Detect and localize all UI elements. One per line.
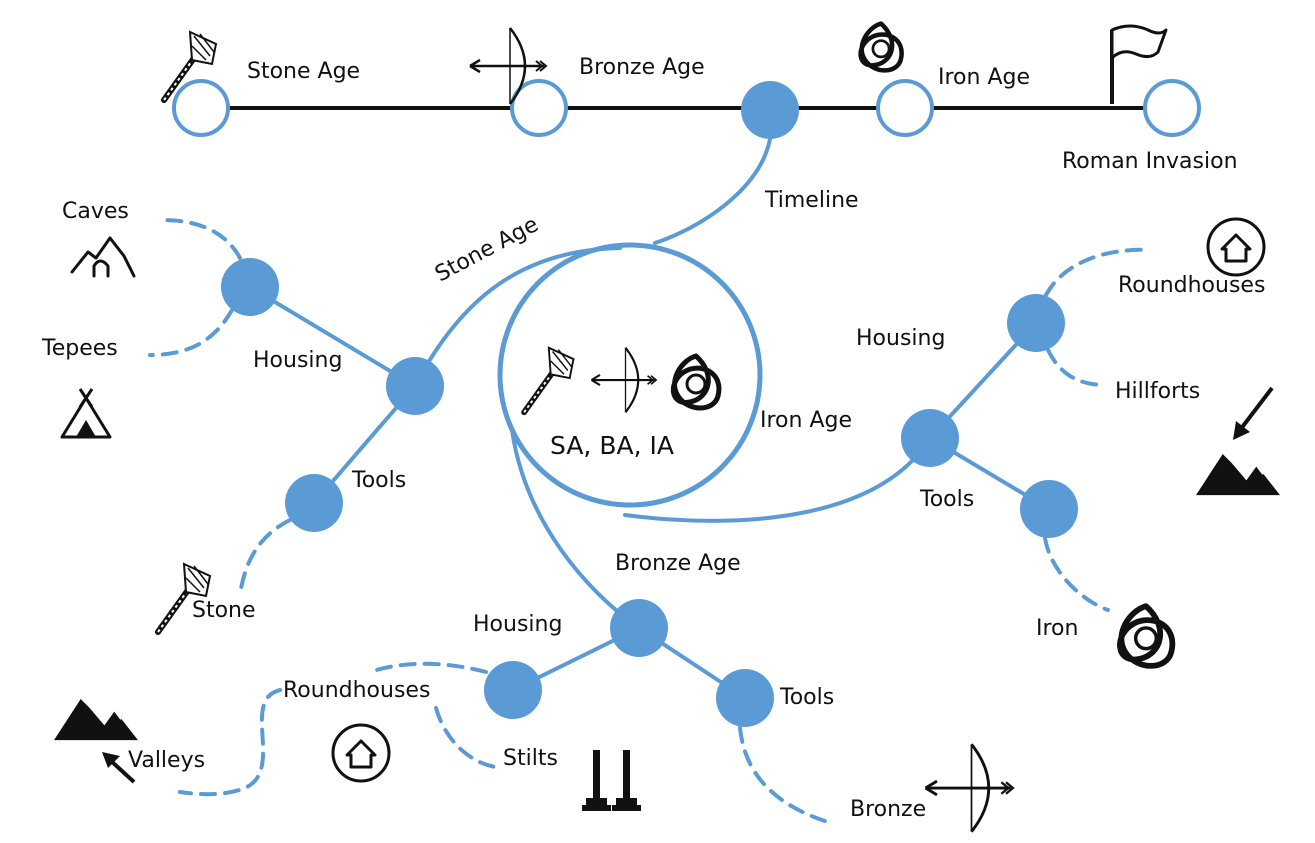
stone-age-stone-edge xyxy=(238,518,292,597)
stone-age-tools-label: Tools xyxy=(351,468,406,493)
timeline-stop-stone-age[interactable] xyxy=(172,79,230,137)
triquetra-icon xyxy=(673,356,719,408)
iron-age-housing-label: Housing xyxy=(856,326,945,351)
bronze-age-roundhouses-label: Roundhouses xyxy=(283,678,430,703)
stone-age-housing-node[interactable] xyxy=(221,258,279,316)
timeline-hub[interactable] xyxy=(741,81,799,139)
iron-age-hillforts-edge xyxy=(1046,348,1107,387)
bronze-age-hub[interactable] xyxy=(610,599,668,657)
timeline-stop-bronze-age[interactable] xyxy=(510,79,568,137)
stone-age-branch xyxy=(413,246,622,388)
bronze-age-housing-node[interactable] xyxy=(484,661,542,719)
timeline-label-bronze-age: Bronze Age xyxy=(579,55,705,80)
iron-age-tools-node[interactable] xyxy=(1020,480,1078,538)
timeline-stop-iron-age[interactable] xyxy=(876,79,934,137)
arrow-icon xyxy=(1233,386,1274,440)
iron-age-housing-node[interactable] xyxy=(1007,294,1065,352)
cave-icon xyxy=(70,236,136,278)
iron-age-iron-edge xyxy=(1043,536,1110,612)
timeline-branch xyxy=(653,137,772,245)
bronze-age-housing-label: Housing xyxy=(473,612,562,637)
flag-icon xyxy=(1110,24,1168,104)
bronze-age-stilts-label: Stilts xyxy=(503,746,558,771)
timeline-label-roman-invasion: Roman Invasion xyxy=(1062,149,1238,174)
bronze-age-valleys-edge xyxy=(178,688,282,797)
bronze-age-bronze-label: Bronze xyxy=(850,797,926,822)
timeline-label-stone-age: Stone Age xyxy=(247,59,360,84)
bronze-age-branch-label: Bronze Age xyxy=(615,551,741,576)
stone-age-hub[interactable] xyxy=(386,357,444,415)
iron-age-hub[interactable] xyxy=(901,409,959,467)
timeline-label-iron-age: Iron Age xyxy=(938,65,1030,90)
timeline-stop-roman-invasion[interactable] xyxy=(1143,79,1201,137)
stone-age-caves-label: Caves xyxy=(62,199,129,224)
timeline-branch-label: Timeline xyxy=(764,188,859,213)
house-icon xyxy=(1206,217,1266,277)
iron-age-tools-label: Tools xyxy=(919,487,974,512)
stone-age-tepees-label: Tepees xyxy=(41,336,118,361)
stone-age-housing-edge xyxy=(248,285,417,388)
bronze-age-stilts-edge xyxy=(434,706,504,770)
stone-age-stone-label: Stone xyxy=(192,598,256,623)
iron-age-hillforts-label: Hillforts xyxy=(1115,379,1200,404)
house-icon xyxy=(331,723,391,783)
mountain-icon xyxy=(52,697,140,742)
stilts-icon xyxy=(582,750,641,811)
bronze-age-tools-node[interactable] xyxy=(716,669,774,727)
iron-age-roundhouses-edge xyxy=(1044,247,1152,297)
triquetra-icon xyxy=(1120,606,1172,666)
bow-arrow-icon xyxy=(590,346,658,414)
iron-age-iron-label: Iron xyxy=(1036,616,1078,641)
bronze-age-roundhouses-edge xyxy=(368,661,488,674)
bow-arrow-icon xyxy=(924,742,1015,834)
stone-age-branch-label: Stone Age xyxy=(431,212,543,287)
iron-age-roundhouses-label: Roundhouses xyxy=(1118,273,1265,298)
stone-axe-icon xyxy=(524,348,573,413)
stone-age-caves-edge xyxy=(161,218,242,260)
tepee-icon xyxy=(60,388,112,439)
iron-age-branch xyxy=(623,436,932,523)
center-label: SA, BA, IA xyxy=(550,431,674,460)
stone-age-housing-label: Housing xyxy=(253,348,342,373)
arrow-icon xyxy=(102,752,136,784)
stone-age-tools-node[interactable] xyxy=(285,474,343,532)
stone-age-tepees-edge xyxy=(148,308,234,357)
center-circle[interactable] xyxy=(497,242,763,508)
mountain-icon xyxy=(1194,452,1282,497)
bronze-age-bronze-edge xyxy=(738,726,830,824)
iron-age-branch-label: Iron Age xyxy=(760,408,852,433)
bronze-age-valleys-label: Valleys xyxy=(128,748,205,773)
triquetra-icon xyxy=(861,24,902,71)
bronze-age-tools-label: Tools xyxy=(779,685,834,710)
